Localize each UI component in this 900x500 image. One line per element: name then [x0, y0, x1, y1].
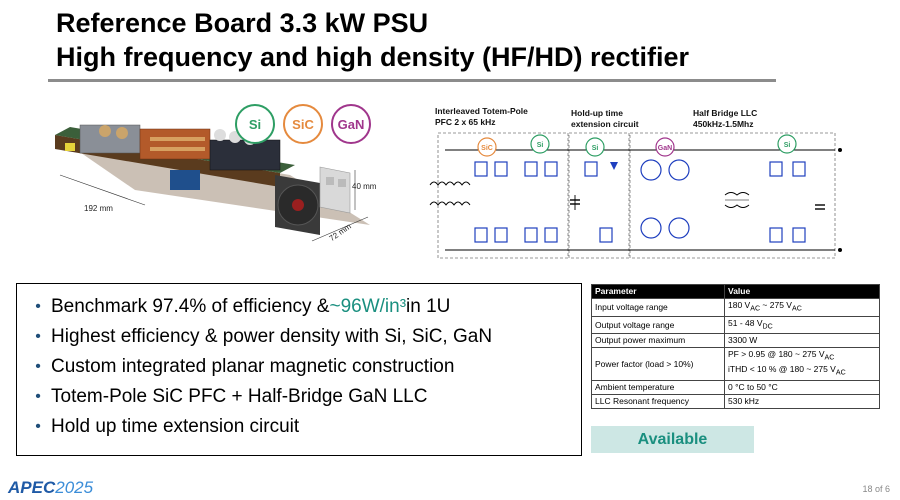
- llc-label: Half Bridge LLC 450kHz-1.5Mhz: [693, 108, 758, 129]
- table-row: Output power maximum 3300 W: [591, 333, 880, 349]
- param-cell: LLC Resonant frequency: [591, 393, 725, 409]
- bullet-dot-icon: •: [35, 328, 41, 345]
- table-row: Power factor (load > 10%) PF > 0.95 @ 18…: [591, 347, 880, 381]
- bullet-dot-icon: •: [35, 388, 41, 405]
- tag-sic: SiC: [481, 145, 493, 152]
- title-divider: [48, 79, 776, 82]
- bullet-item: • Custom integrated planar magnetic cons…: [25, 352, 581, 382]
- table-row: Output voltage range 51 - 48 VDC: [591, 315, 880, 335]
- highlight-text: ~96W/in³: [329, 296, 407, 317]
- badge-si: Si: [235, 104, 275, 144]
- tag-gan: GaN: [658, 145, 672, 152]
- slide-title: Reference Board 3.3 kW PSU High frequenc…: [56, 6, 689, 74]
- param-cell: Input voltage range: [591, 298, 725, 317]
- param-cell: Ambient temperature: [591, 379, 725, 395]
- psu-board-image: [55, 124, 370, 242]
- value-cell: 3300 W: [724, 333, 880, 349]
- title-line-2: High frequency and high density (HF/HD) …: [56, 42, 690, 72]
- circuit-schematic: SiC Si Si GaN Si: [429, 132, 842, 259]
- pfc-label: Interleaved Totem-Pole PFC 2 x 65 kHz: [435, 106, 528, 127]
- tag-si-2: Si: [592, 145, 599, 152]
- bullet-item: • Totem-Pole SiC PFC + Half-Bridge GaN L…: [25, 382, 581, 412]
- page-number: 18 of 6: [862, 484, 890, 494]
- tag-si-1: Si: [537, 142, 544, 149]
- value-cell: 0 °C to 50 °C: [724, 379, 880, 395]
- header-value: Value: [724, 284, 880, 299]
- title-line-1: Reference Board 3.3 kW PSU: [56, 8, 429, 38]
- bullet-dot-icon: •: [35, 418, 41, 435]
- header-parameter: Parameter: [591, 284, 725, 299]
- bullet-item: • Benchmark 97.4% of efficiency & ~96W/i…: [25, 292, 581, 322]
- param-cell: Power factor (load > 10%): [591, 347, 725, 381]
- holdup-label: Hold-up time extension circuit: [571, 108, 639, 129]
- badge-gan: GaN: [331, 104, 371, 144]
- feature-bullet-box: • Benchmark 97.4% of efficiency & ~96W/i…: [16, 283, 582, 456]
- bullet-item: • Hold up time extension circuit: [25, 412, 581, 442]
- table-row: Ambient temperature 0 °C to 50 °C: [591, 379, 880, 395]
- param-cell: Output voltage range: [591, 315, 725, 335]
- value-cell: 180 VAC ~ 275 VAC: [724, 298, 880, 317]
- param-cell: Output power maximum: [591, 333, 725, 349]
- bullet-dot-icon: •: [35, 298, 41, 315]
- dim-length: 192 mm: [84, 204, 113, 213]
- bullet-dot-icon: •: [35, 358, 41, 375]
- table-row: Input voltage range 180 VAC ~ 275 VAC: [591, 298, 880, 317]
- spec-table: Parameter Value Input voltage range 180 …: [591, 284, 880, 409]
- apec-logo: APEC2025: [8, 478, 94, 497]
- dim-height: 40 mm: [352, 182, 377, 191]
- table-header-row: Parameter Value: [591, 284, 880, 299]
- badge-sic: SiC: [283, 104, 323, 144]
- table-row: LLC Resonant frequency 530 kHz: [591, 393, 880, 409]
- bullet-item: • Highest efficiency & power density wit…: [25, 322, 581, 352]
- value-cell: 51 - 48 VDC: [724, 315, 880, 335]
- available-button[interactable]: Available: [591, 426, 754, 453]
- value-cell: 530 kHz: [724, 393, 880, 409]
- tag-si-3: Si: [784, 142, 791, 149]
